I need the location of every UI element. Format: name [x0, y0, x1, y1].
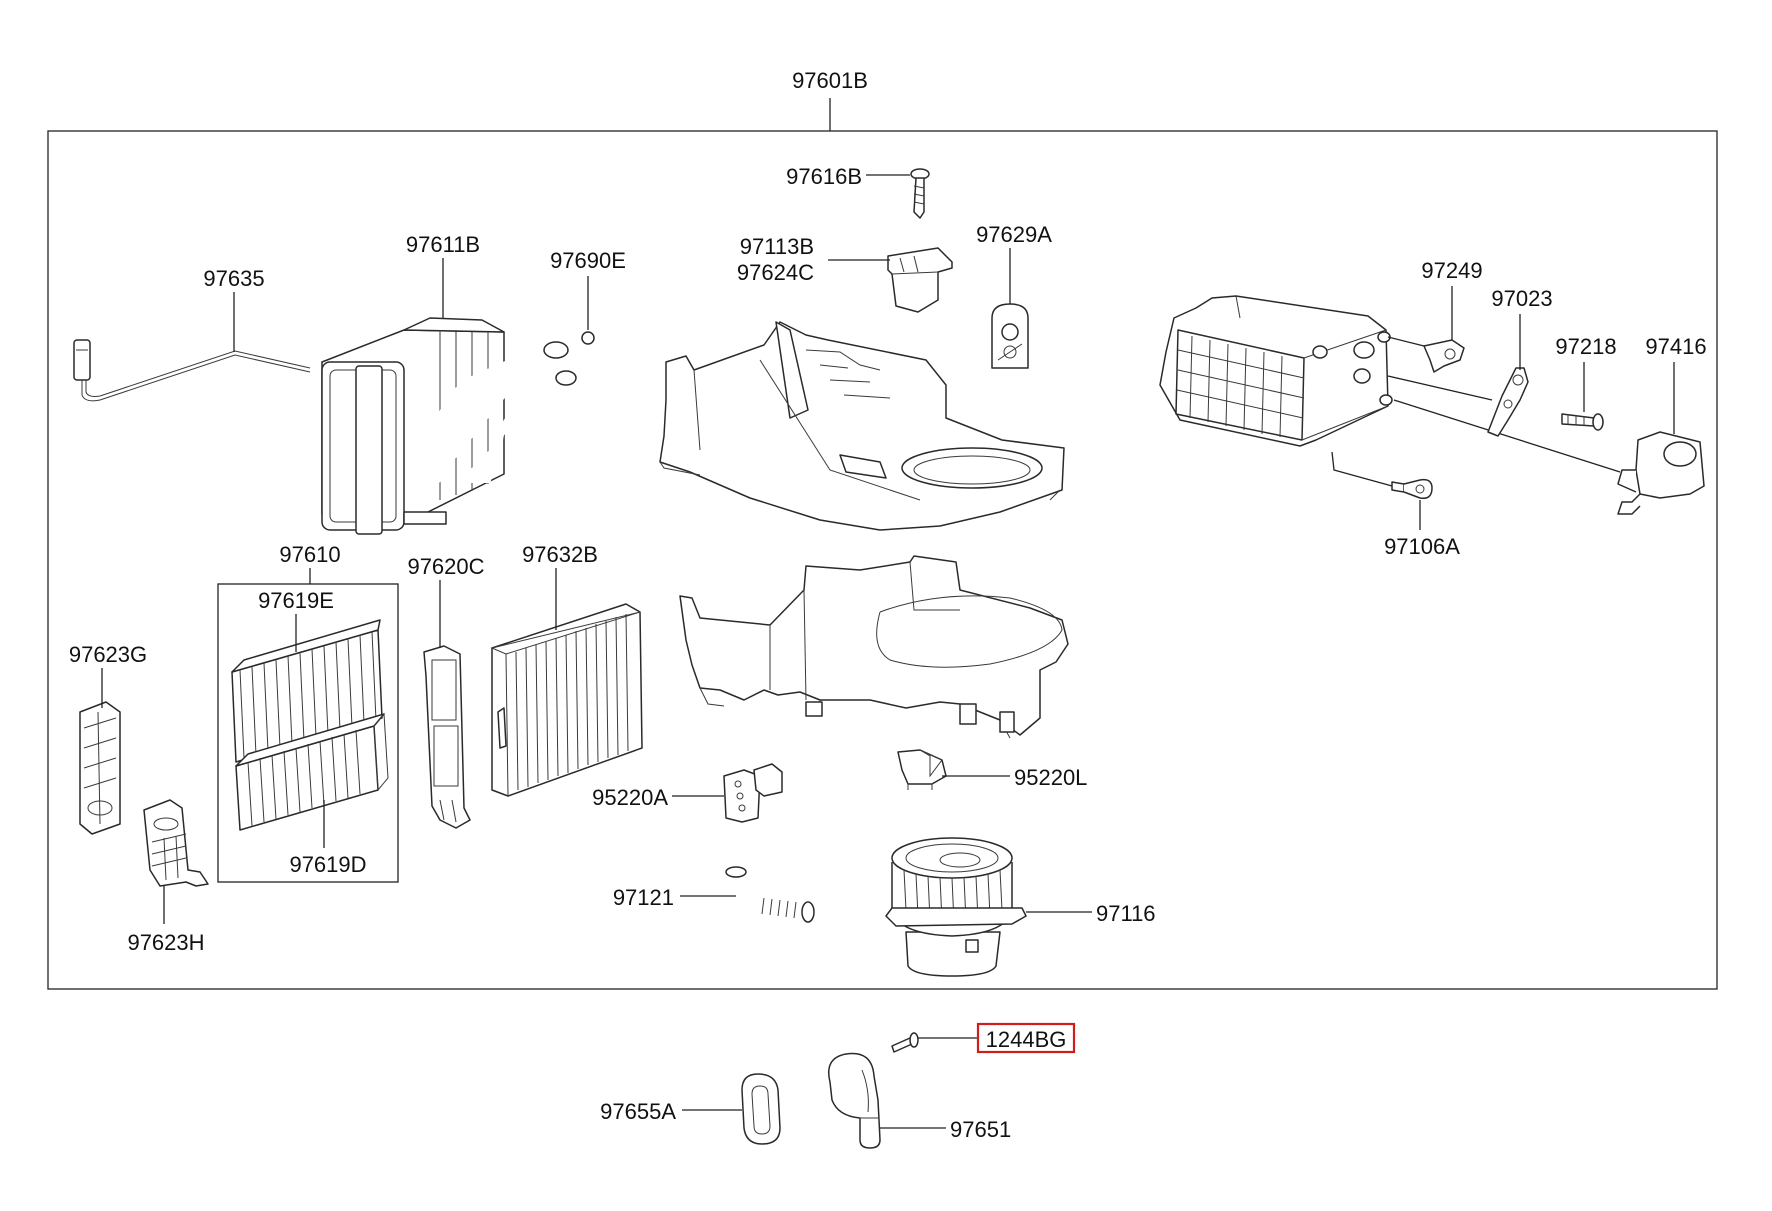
label-97121[interactable]: 97121	[613, 885, 674, 910]
label-97635[interactable]: 97635	[203, 266, 264, 291]
label-97620C[interactable]: 97620C	[407, 554, 484, 579]
label-97611B[interactable]: 97611B	[406, 232, 480, 257]
hose-97121[interactable]	[725, 866, 815, 923]
label-97623G[interactable]: 97623G	[69, 642, 147, 667]
label-97624C[interactable]: 97624C	[737, 260, 814, 285]
label-97116[interactable]: 97116	[1096, 901, 1156, 926]
bracket-97620C[interactable]	[423, 645, 471, 829]
sensor-wire-97635[interactable]	[73, 339, 311, 402]
label-97610[interactable]: 97610	[279, 542, 340, 567]
clip-97629A[interactable]	[991, 303, 1029, 369]
lever-97249[interactable]	[1423, 339, 1465, 373]
cover-97623G[interactable]	[79, 701, 121, 835]
screw-97616B[interactable]	[910, 168, 930, 219]
label-97601B[interactable]: 97601B	[792, 68, 868, 93]
actuator-97416[interactable]	[1617, 431, 1705, 515]
label-97623H[interactable]: 97623H	[127, 930, 204, 955]
filter-97632B[interactable]	[490, 603, 643, 797]
filter-97619D[interactable]	[235, 712, 389, 831]
label-95220A[interactable]: 95220A	[592, 785, 668, 810]
label-1244BG[interactable]: 1244BG	[986, 1027, 1067, 1052]
blower-motor-97116[interactable]	[885, 837, 1027, 977]
label-97023[interactable]: 97023	[1491, 286, 1552, 311]
label-97249[interactable]: 97249	[1421, 258, 1482, 283]
resistor-97113B[interactable]	[887, 247, 953, 313]
seal-97655A[interactable]	[741, 1073, 781, 1145]
label-97106A[interactable]: 97106A	[1384, 534, 1460, 559]
label-97690E[interactable]: 97690E	[550, 248, 626, 273]
assembly-frame	[47, 130, 1718, 990]
distribution-box[interactable]	[1159, 295, 1621, 487]
filter-group-97610-frame	[217, 583, 399, 883]
connector-95220L[interactable]	[897, 749, 947, 790]
lever-97023[interactable]	[1487, 367, 1529, 437]
label-97619D[interactable]: 97619D	[289, 852, 366, 877]
screw-1244BG[interactable]	[891, 1032, 919, 1053]
label-97632B[interactable]: 97632B	[522, 542, 598, 567]
label-97218[interactable]: 97218	[1555, 334, 1616, 359]
label-97651[interactable]: 97651	[950, 1117, 1011, 1142]
upper-case[interactable]	[659, 321, 1065, 531]
cover-97623H[interactable]	[143, 799, 209, 887]
evaporator-97611B[interactable]	[321, 317, 577, 535]
connector-95220A[interactable]	[723, 763, 783, 823]
link-97106A[interactable]	[1391, 478, 1433, 500]
label-97416[interactable]: 97416	[1645, 334, 1706, 359]
highlight-box-1244BG	[976, 1022, 1076, 1054]
o-ring-97690E[interactable]	[581, 331, 595, 345]
duct-97651[interactable]	[828, 1052, 881, 1149]
label-97113B[interactable]: 97113B	[740, 234, 814, 259]
label-97616B[interactable]: 97616B	[786, 164, 862, 189]
label-97629A[interactable]: 97629A	[976, 222, 1052, 247]
label-97655A[interactable]: 97655A	[600, 1099, 676, 1124]
label-95220L[interactable]: 95220L	[1014, 765, 1087, 790]
label-97619E[interactable]: 97619E	[258, 588, 334, 613]
lower-case[interactable]	[679, 555, 1069, 739]
screw-97218[interactable]	[1561, 413, 1604, 431]
